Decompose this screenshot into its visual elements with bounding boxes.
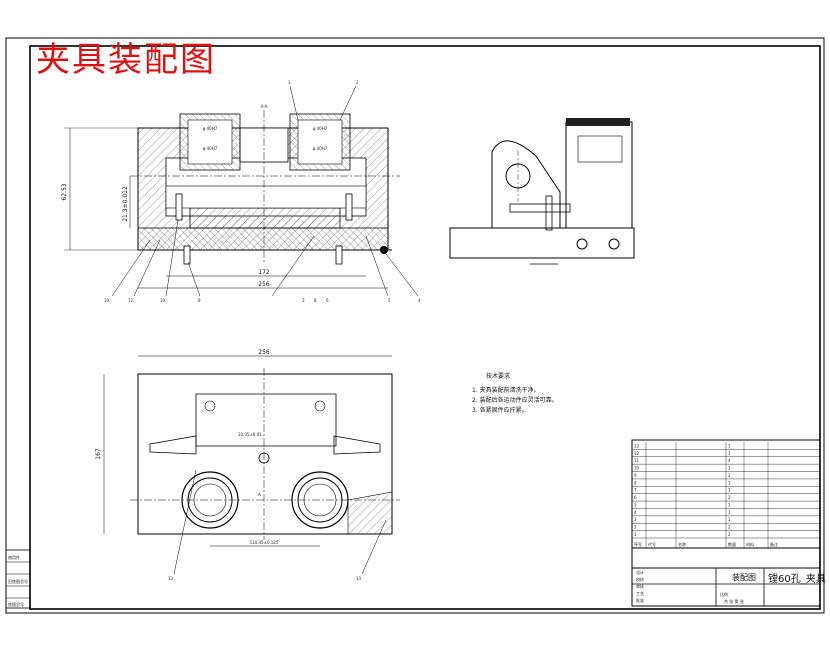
balloon-bottom-8: 5 (388, 298, 391, 303)
bom-header-cell: 名称 (678, 541, 686, 547)
sheet-label: 共 张 第 张 (724, 598, 744, 604)
bom-header-cell: 备注 (770, 541, 778, 547)
bom-header-cell: 代号 (648, 541, 656, 547)
drawing-type: 装配图 (732, 572, 756, 582)
bom-header-cell: 材料 (746, 541, 754, 547)
bom-cell: 6 (634, 495, 637, 500)
balloon-bottom-9: 4 (418, 298, 421, 303)
plan-dim-center-offset: 10.35±0.01 (238, 432, 262, 437)
bom-cell: 1 (634, 532, 637, 537)
bom-cell: 12 (634, 451, 640, 456)
bom-cell: 1 (728, 502, 731, 507)
bom-cell: 13 (634, 443, 640, 448)
bom-cell: 1 (728, 480, 731, 485)
bom-cell: 10 (634, 466, 640, 471)
sign-row-label: 工艺 (636, 591, 644, 596)
bore-label-2: φ 40H7 (203, 146, 218, 151)
tech-title: 技术要求 (486, 372, 510, 380)
bom-cell: 1 (728, 466, 731, 471)
dim-overall-height: 62.53 (61, 183, 68, 200)
bom-cell: 8 (634, 480, 637, 485)
bom-cell: 2 (728, 525, 731, 530)
bom-cell: 1 (728, 488, 731, 493)
bore-label-4: φ 40H7 (313, 146, 328, 151)
inner-frame (29, 45, 821, 610)
balloon-bottom-4: 9 (198, 298, 201, 303)
balloon-bottom-6: 8 (314, 298, 317, 303)
plan-dim-height: 167 (95, 448, 102, 460)
bom-cell: 2 (728, 532, 731, 537)
balloon-bottom-5: 3 (302, 298, 305, 303)
plan-dim-bore-spacing: 110.35±0.125 (250, 540, 279, 545)
outer-frame (5, 37, 825, 614)
balloon-bottom-2: 12 (128, 298, 134, 303)
bom-cell: 1 (728, 510, 731, 515)
balloon-bottom-7: 6 (326, 298, 329, 303)
plan-dim-width: 256 (258, 349, 270, 356)
bom-cell: 2 (728, 473, 731, 478)
tech-line-3: 3. 各紧固件应拧紧。 (472, 406, 528, 414)
plan-view: 256 167 10.35±0.01 110.35±0.125 A 13 13 (95, 349, 400, 581)
balloon-top-2: 2 (356, 80, 359, 85)
bom-cell: 9 (634, 473, 637, 478)
side-table-row-1: 借用件 (8, 554, 20, 560)
balloon-top-1: 1 (288, 80, 291, 85)
side-table-row-3: 旧底图总号 (8, 578, 28, 584)
side-view (449, 118, 635, 265)
bom-header-cell: 序号 (634, 541, 642, 547)
tech-line-1: 1. 夹具装配前清洗干净。 (472, 386, 540, 394)
bom-cell: 2 (728, 495, 731, 500)
bom-header-cell: 数量 (728, 541, 736, 547)
balloon-bottom-1: 10 (104, 298, 110, 303)
sign-row-label: 批准 (636, 597, 644, 603)
plan-balloon-1: 13 (168, 576, 174, 581)
bom-cell: 1 (728, 517, 731, 522)
dim-width-inner: 172 (258, 269, 270, 276)
bom-cell: 4 (634, 510, 637, 515)
bom-cell: 3 (634, 517, 637, 522)
balloon-bottom-3: 10 (160, 298, 166, 303)
bore-label-1: φ 40H7 (203, 126, 218, 131)
sign-row-label: 审核 (636, 583, 644, 589)
bom-cell: 1 (728, 443, 731, 448)
drawing-title: 夹具装配图 (36, 40, 216, 80)
dim-width-outer: 256 (258, 281, 270, 288)
section-center-mark: A-A (261, 104, 268, 109)
bom-cell: 5 (634, 502, 637, 507)
scale-label: 比例 (720, 591, 728, 597)
bom-cell: 1 (728, 451, 731, 456)
bom-cell: 11 (634, 458, 640, 463)
dim-inner-height: 21.3±0.012 (122, 186, 129, 222)
bom-cell: 4 (728, 458, 731, 463)
plan-balloon-2: 13 (356, 576, 362, 581)
bore-label-3: φ 40H7 (313, 126, 328, 131)
tech-requirements: 技术要求 1. 夹具装配前清洗干净。 2. 装配后各运动件应灵活可靠。 3. 各… (472, 372, 558, 414)
drawing-name: 镗60孔_夹具 (768, 572, 826, 585)
sign-row-label: 设计 (636, 569, 644, 575)
side-table: 借用件 旧底图总号 底图总号 (5, 549, 31, 609)
bom-cell: 7 (634, 488, 637, 493)
sign-row-label: 校核 (636, 576, 644, 582)
plan-section-mark: A (258, 492, 261, 497)
tech-line-2: 2. 装配后各运动件应灵活可靠。 (472, 396, 558, 404)
side-table-row-5: 底图总号 (8, 601, 24, 607)
bom-cell: 2 (634, 525, 637, 530)
front-section-view: 62.53 21.3±0.012 172 256 φ 40H7 φ 40H7 φ… (61, 80, 421, 303)
